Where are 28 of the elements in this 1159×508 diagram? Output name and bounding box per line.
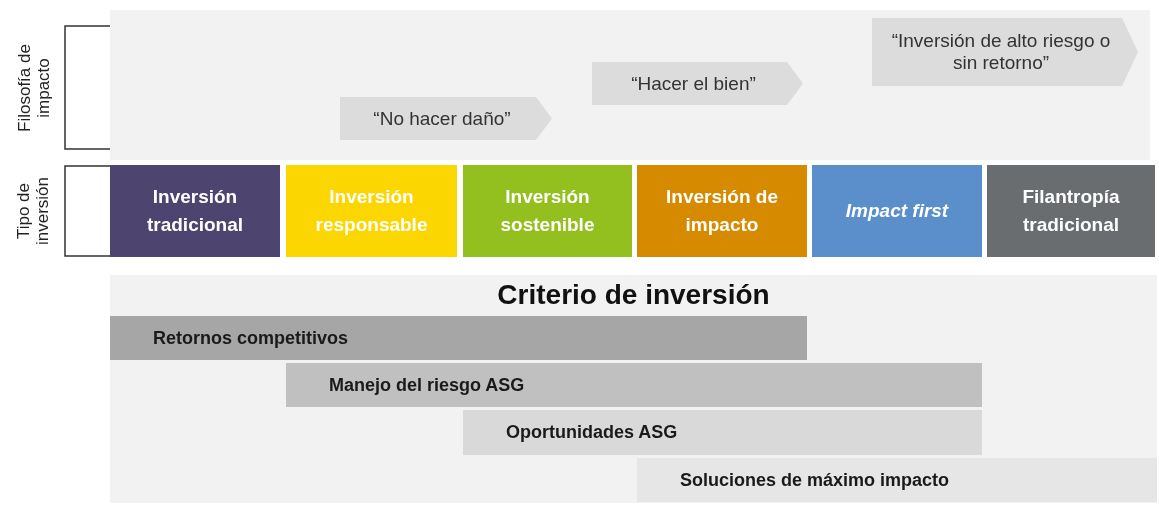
bar-label: Retornos competitivos (153, 326, 349, 350)
category-box (812, 165, 982, 257)
criteria-panel (110, 275, 1157, 503)
category-box (286, 165, 457, 257)
category-label: Inversión sostenible (499, 185, 596, 237)
bar-label: Soluciones de máximo impacto (680, 468, 950, 492)
category-box (637, 165, 807, 257)
bar-label: Manejo del riesgo ASG (329, 373, 525, 397)
category-box (987, 165, 1155, 257)
axis-label: Filosofía de impacto (13, 42, 53, 134)
quote-text: “No hacer daño” (372, 106, 512, 131)
category-box (463, 165, 632, 257)
criterion-bar (110, 316, 807, 360)
criterion-bar (463, 410, 982, 455)
quote-text: “Inversión de alto riesgo o sin retorno” (890, 29, 1112, 75)
bar-label: Oportunidades ASG (506, 421, 678, 444)
panel-title: Criterio de inversión (496, 279, 771, 311)
category-box (110, 165, 280, 257)
quote-text: “Hacer el bien” (630, 71, 757, 96)
band-background (110, 10, 1150, 160)
criterion-bar (286, 363, 982, 407)
criterion-bar (637, 458, 1157, 502)
category-label: Impact first (844, 199, 950, 224)
axis-label: Tipo de inversión (13, 176, 53, 248)
category-label: Filantropía tradicional (1021, 185, 1121, 237)
category-label: Inversión responsable (314, 185, 429, 237)
category-label: Inversión tradicional (145, 185, 245, 237)
category-label: Inversión de impacto (665, 185, 779, 237)
